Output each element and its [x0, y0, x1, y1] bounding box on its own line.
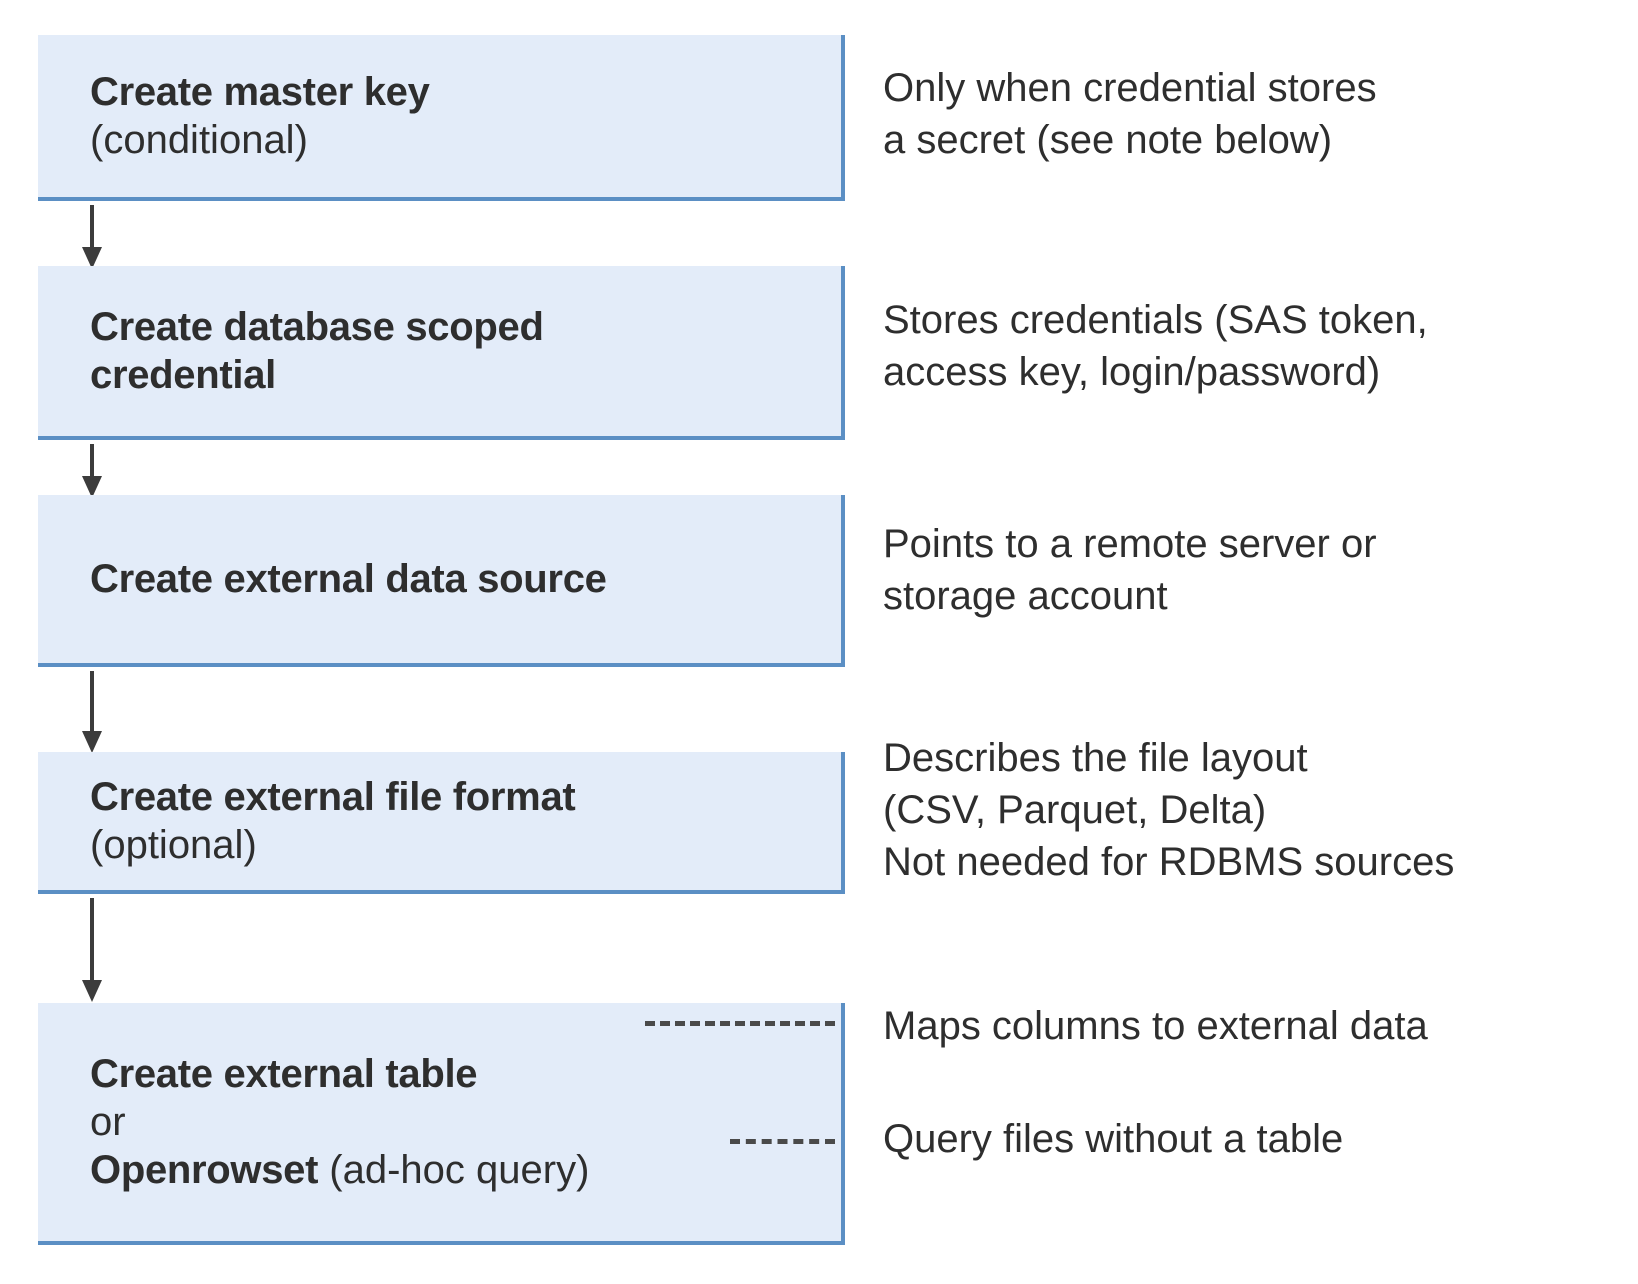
- step-box-create-database-scoped-credential[interactable]: Create database scoped credential: [38, 266, 845, 440]
- step-title-create-external-file-format: Create external file format: [90, 775, 576, 819]
- step-subtitle-openrowset: (ad-hoc query): [318, 1148, 590, 1192]
- dashed-connector-openrowset: [730, 1139, 835, 1144]
- note-create-external-data-source: Points to a remote server or storage acc…: [883, 522, 1377, 618]
- step-connector-word-or: or: [90, 1100, 126, 1144]
- step-title-create-external-data-source: Create external data source: [90, 557, 607, 601]
- step-title-create-database-scoped-credential: Create database scoped: [90, 305, 544, 349]
- arrow-down-icon-4: [82, 898, 102, 1004]
- note-create-master-key: Only when credential stores a secret (se…: [883, 66, 1377, 162]
- dashed-connector-external-table: [645, 1021, 835, 1026]
- arrow-shaft: [90, 898, 94, 980]
- step-title-openrowset: Openrowset: [90, 1148, 319, 1192]
- arrow-shaft: [90, 671, 94, 731]
- note-openrowset: Query files without a table: [883, 1117, 1344, 1161]
- step-title-openrowset-line: Openrowset (ad-hoc query): [90, 1146, 841, 1194]
- step-title-create-master-key: Create master key: [90, 70, 430, 114]
- arrow-down-icon-2: [82, 444, 102, 498]
- step-label-create-external-table-or-openrowset: Create external table or Openrowset (ad-…: [38, 1050, 841, 1194]
- step-label-create-database-scoped-credential: Create database scoped credential: [38, 303, 841, 399]
- step-label-create-external-file-format: Create external file format (optional): [38, 773, 841, 869]
- arrow-shaft: [90, 205, 94, 247]
- arrow-head: [82, 247, 102, 269]
- step-box-create-external-file-format[interactable]: Create external file format (optional): [38, 752, 845, 894]
- note-create-database-scoped-credential: Stores credentials (SAS token, access ke…: [883, 298, 1428, 394]
- step-box-create-external-data-source[interactable]: Create external data source: [38, 495, 845, 667]
- step-subtitle-create-external-file-format: (optional): [90, 823, 257, 867]
- step-subtitle-create-master-key: (conditional): [90, 118, 308, 162]
- arrow-down-icon-1: [82, 205, 102, 269]
- step-label-create-master-key: Create master key (conditional): [38, 68, 841, 164]
- arrow-head: [82, 731, 102, 753]
- note-create-external-file-format: Describes the file layout (CSV, Parquet,…: [883, 736, 1455, 884]
- step-title-create-external-table: Create external table: [90, 1052, 478, 1096]
- arrow-head: [82, 980, 102, 1002]
- step-box-create-external-table-or-openrowset[interactable]: Create external table or Openrowset (ad-…: [38, 1003, 845, 1245]
- step-box-create-master-key[interactable]: Create master key (conditional): [38, 35, 845, 201]
- arrow-shaft: [90, 444, 94, 476]
- note-create-external-table: Maps columns to external data: [883, 1004, 1428, 1048]
- arrow-head: [82, 476, 102, 498]
- step-title-line2-create-database-scoped-credential: credential: [90, 353, 276, 397]
- step-label-create-external-data-source: Create external data source: [38, 555, 841, 603]
- arrow-down-icon-3: [82, 671, 102, 755]
